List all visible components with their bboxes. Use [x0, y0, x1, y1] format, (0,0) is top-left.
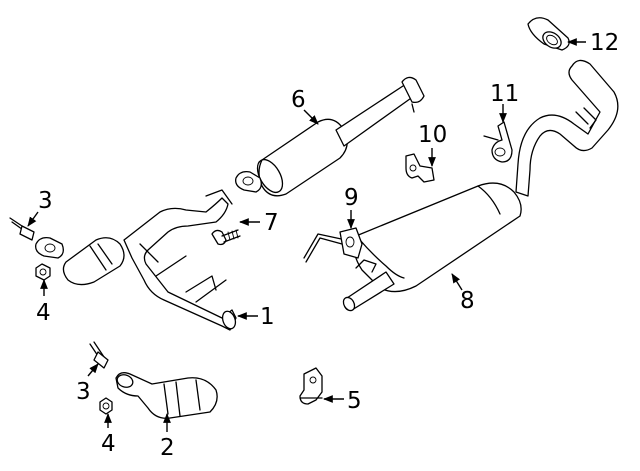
catalytic-converter-2-part [115, 372, 218, 419]
nut-4-bottom-part [99, 397, 113, 415]
stud-3-bottom-part [89, 341, 109, 369]
stud-3-top-part [9, 217, 35, 241]
callout-12: 12 [590, 30, 619, 56]
hanger-bracket-11-part [483, 121, 513, 163]
muffler-part [342, 182, 522, 312]
callout-3-bottom: 3 [76, 379, 91, 405]
callout-labels: 1 2 3 3 4 4 5 6 7 8 9 10 11 12 [36, 30, 619, 461]
bracket-5-part [299, 367, 323, 405]
y-pipe-part [35, 189, 237, 331]
leader-8 [451, 273, 463, 291]
nut-4-top-part [35, 263, 51, 281]
resonator-part [235, 76, 425, 197]
callout-3-top: 3 [38, 188, 53, 214]
callout-8: 8 [460, 288, 475, 314]
callout-4-top: 4 [36, 300, 51, 326]
bolt-7-part [211, 229, 241, 246]
callout-4-bottom: 4 [101, 431, 116, 457]
leader-lines [27, 38, 586, 432]
leader-6 [303, 109, 319, 125]
exhaust-tip-part [527, 17, 570, 51]
callout-5: 5 [347, 388, 362, 414]
callout-11: 11 [490, 81, 519, 107]
tail-pipe-part [515, 59, 619, 197]
leader-3-bottom [87, 363, 99, 377]
callout-2: 2 [160, 435, 175, 461]
leader-3-top [27, 211, 39, 227]
bracket-10-part [405, 153, 435, 183]
callout-1: 1 [260, 304, 275, 330]
hanger-rod-9-part [303, 227, 363, 263]
callout-6: 6 [291, 87, 306, 113]
callout-10: 10 [418, 122, 447, 148]
callout-7: 7 [264, 210, 279, 236]
callout-9: 9 [344, 185, 359, 211]
